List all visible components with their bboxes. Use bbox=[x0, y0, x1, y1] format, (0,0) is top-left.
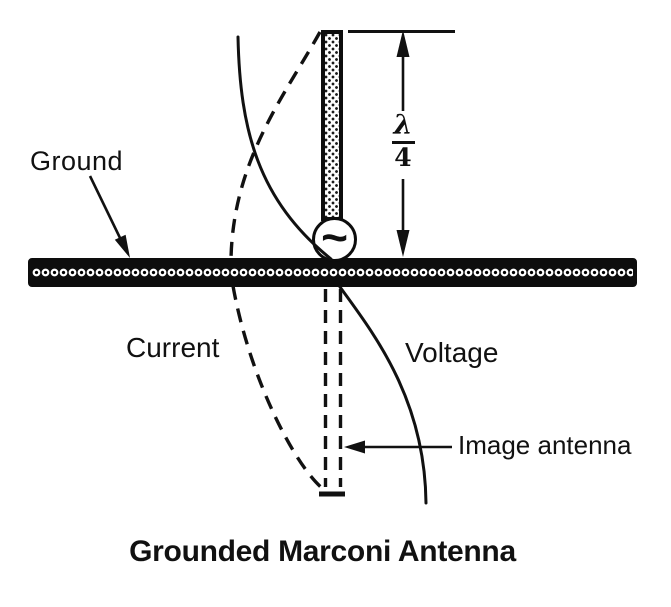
image-antenna-label: Image antenna bbox=[458, 430, 632, 460]
dimension-arrowhead-up-icon bbox=[396, 30, 410, 57]
ac-tilde-symbol: ~ bbox=[321, 210, 348, 263]
current-curve-below-ground bbox=[231, 285, 324, 490]
diagram-caption: Grounded Marconi Antenna bbox=[129, 535, 516, 568]
current-curve-above-ground bbox=[229, 31, 322, 260]
quarter-wavelength-dimension: λ 4 bbox=[386, 111, 420, 171]
fraction-denominator: 4 bbox=[394, 143, 412, 172]
fraction-bar bbox=[391, 141, 415, 144]
ground-pointer-arrowhead-icon bbox=[114, 234, 130, 258]
ground-pointer-line bbox=[88, 175, 123, 241]
lambda-symbol: λ bbox=[393, 110, 413, 141]
current-label: Current bbox=[126, 332, 220, 363]
dimension-arrowhead-down-icon bbox=[396, 230, 410, 257]
voltage-label: Voltage bbox=[405, 337, 499, 368]
image-antenna-pointer-arrowhead-icon bbox=[344, 440, 365, 454]
voltage-curve-below-ground bbox=[338, 285, 428, 505]
ac-source-circle: ~ bbox=[312, 210, 357, 263]
antenna-element bbox=[321, 30, 343, 221]
ground-label: Ground bbox=[30, 146, 124, 176]
